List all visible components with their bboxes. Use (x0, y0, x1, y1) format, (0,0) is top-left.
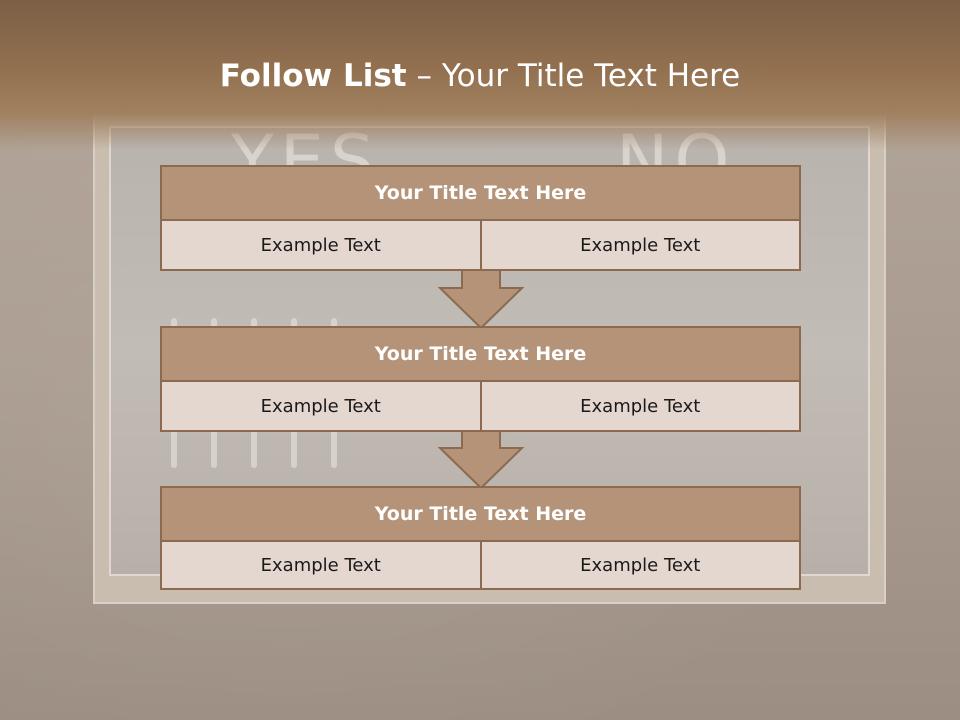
block-title: Your Title Text Here (160, 326, 801, 382)
list-block-1: Your Title Text Here Example Text Exampl… (160, 165, 801, 271)
slide-title-bold: Follow List (219, 58, 407, 94)
down-arrow-icon (438, 430, 524, 490)
block-title: Your Title Text Here (160, 165, 801, 221)
list-block-3: Your Title Text Here Example Text Exampl… (160, 486, 801, 590)
block-row: Example Text Example Text (160, 221, 801, 271)
block-cell-right: Example Text (481, 221, 801, 271)
title-bar (0, 0, 960, 150)
slide-title: Follow List – Your Title Text Here (0, 54, 960, 98)
block-cell-left: Example Text (160, 542, 482, 590)
block-cell-right: Example Text (481, 542, 801, 590)
block-title: Your Title Text Here (160, 486, 801, 542)
block-cell-left: Example Text (160, 221, 482, 271)
list-block-2: Your Title Text Here Example Text Exampl… (160, 326, 801, 432)
down-arrow-icon (438, 270, 524, 330)
block-cell-right: Example Text (481, 382, 801, 432)
block-row: Example Text Example Text (160, 382, 801, 432)
block-row: Example Text Example Text (160, 542, 801, 590)
block-cell-left: Example Text (160, 382, 482, 432)
slide-title-rest: – Your Title Text Here (406, 58, 741, 94)
